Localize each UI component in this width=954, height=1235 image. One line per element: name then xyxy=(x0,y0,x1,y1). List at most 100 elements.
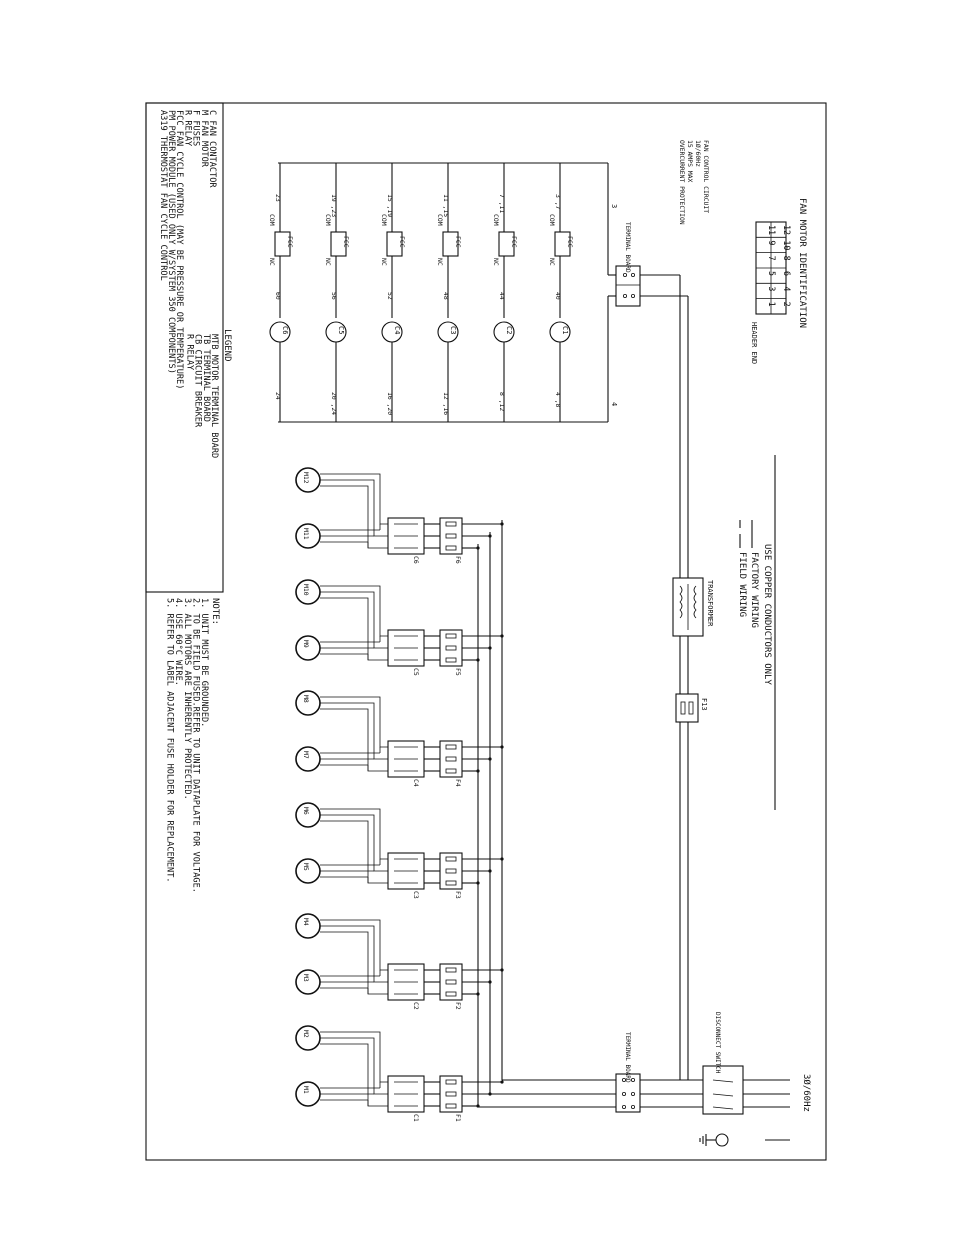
fcc-nc-label: NC xyxy=(380,258,388,266)
header-bottom-cell: 7 xyxy=(767,256,777,261)
fan-control-line: FAN CONTROL CIRCUIT xyxy=(702,140,710,213)
coil-label: C4 xyxy=(393,326,401,334)
note-item: 5. REFER TO LABEL ADJACENT FUSE HOLDER F… xyxy=(165,598,175,883)
fcc-com-label: COM xyxy=(548,214,556,226)
notes-title: NOTE: xyxy=(210,598,220,625)
field-wiring-label: FIELD WIRING xyxy=(737,552,747,617)
fcc-left-wires: 7 ,11 xyxy=(498,194,506,213)
legend-right-item: CB CIRCUIT BREAKER xyxy=(193,334,203,428)
fuse-element xyxy=(445,756,457,762)
fcc-right-wire: 60 xyxy=(274,292,282,300)
fcc-switch xyxy=(554,231,571,257)
fcc-label: FCC xyxy=(342,236,350,248)
header-bottom-cell: 5 xyxy=(767,271,777,276)
coil-label: C2 xyxy=(505,326,513,334)
terminal-board-bottom: TERMINAL BOARD xyxy=(615,1032,641,1113)
fcc-right-wire: 48 xyxy=(442,292,450,300)
wire xyxy=(320,696,388,748)
fuse-block xyxy=(439,963,463,1001)
fuse-element xyxy=(445,1091,457,1097)
fcc-com-label: COM xyxy=(436,214,444,226)
wire xyxy=(320,820,388,884)
motor-label: M5 xyxy=(302,863,310,871)
wire xyxy=(320,585,388,637)
fcc-nc-label: NC xyxy=(492,258,500,266)
terminal-board-top: TERMINAL BOARD xyxy=(615,222,641,307)
fcc-com-label: COM xyxy=(380,214,388,226)
fcc-right-wire: 44 xyxy=(498,292,506,300)
fuse-block xyxy=(439,740,463,778)
note-item: 3. ALL MOTORS ARE INHERENTLY PROTECTED. xyxy=(182,598,192,800)
junction-dot xyxy=(476,992,480,996)
transformer-label: TRANSFORMER xyxy=(706,580,714,627)
header-top-cell: 6 xyxy=(782,271,792,276)
fcc-com-label: COM xyxy=(268,214,276,226)
note-item: 1. UNIT MUST BE GROUNDED. xyxy=(199,598,209,727)
legend-left-item: PM POWER MODULE (USED ONLY W/SYSTEM 350 … xyxy=(166,110,176,374)
legend-left-item: M FAN MOTOR xyxy=(199,110,209,168)
junction-dot xyxy=(500,522,504,526)
junction-dot xyxy=(500,745,504,749)
legend-left-item: FCC FAN CYCLE CONTROL (MAY BE PRESSURE O… xyxy=(174,110,184,389)
fcc-left-wires: 19 ,23 xyxy=(330,194,338,217)
wire xyxy=(320,591,388,649)
fuse-element xyxy=(445,633,457,639)
fcc-left-wires: 11 ,15 xyxy=(442,194,450,217)
disconnect-switch: DISCONNECT SWITCH xyxy=(702,1012,744,1115)
header-bottom-cell: 1 xyxy=(767,302,777,307)
fcc-label: FCC xyxy=(510,236,518,248)
header-top-cell: 12 xyxy=(782,225,792,235)
fuse-element xyxy=(445,657,457,663)
wiring-note: USE COPPER CONDUCTORS ONLY FACTORY WIRIN… xyxy=(737,455,776,810)
wire xyxy=(320,702,388,760)
wire xyxy=(320,708,388,772)
motor-label: M4 xyxy=(302,918,310,926)
wire-3-label: 3 xyxy=(610,204,618,208)
contactor-label: C2 xyxy=(412,1002,420,1010)
factory-wiring-label: FACTORY WIRING xyxy=(749,552,759,628)
terminal-board-top-label: TERMINAL BOARD xyxy=(624,222,631,273)
wire xyxy=(320,808,388,860)
header-top-cell: 4 xyxy=(782,286,792,291)
wire xyxy=(320,479,388,537)
legend-left-item: C FAN CONTACTOR xyxy=(207,110,217,188)
fuse-f13: F13 xyxy=(675,693,708,723)
fcc-far-wires: 20 ,24 xyxy=(330,392,338,415)
motor-label: M2 xyxy=(302,1030,310,1038)
wire xyxy=(320,931,388,995)
note-item: 2. TO BE FIELD FUSED.REFER TO UNIT DATAP… xyxy=(190,598,200,893)
junction-dot xyxy=(476,1104,480,1108)
junction-dot xyxy=(488,1092,492,1096)
fcc-nc-label: NC xyxy=(436,258,444,266)
fuse-element xyxy=(445,744,457,750)
fcc-switch xyxy=(442,231,459,257)
fcc-label: FCC xyxy=(398,236,406,248)
contactor-label: C5 xyxy=(412,668,420,676)
fcc-right-wire: 56 xyxy=(330,292,338,300)
transformer: TRANSFORMER xyxy=(672,577,714,637)
coil-label: C5 xyxy=(337,326,345,334)
fcc-right-wire: 52 xyxy=(386,292,394,300)
junction-dot xyxy=(500,857,504,861)
junction-dot xyxy=(476,658,480,662)
motor-label: M7 xyxy=(302,751,310,759)
header-top-cell: 2 xyxy=(782,302,792,307)
fuse-element xyxy=(445,880,457,886)
junction-dot xyxy=(500,1080,504,1084)
fuse-block xyxy=(439,1075,463,1113)
copper-note: USE COPPER CONDUCTORS ONLY xyxy=(762,544,772,685)
fuse-element xyxy=(445,533,457,539)
legend-right-item: MTB MOTOR TERMINAL BOARD xyxy=(209,334,219,458)
fcc-left-wires: 15 ,19 xyxy=(386,194,394,217)
fcc-label: FCC xyxy=(566,236,574,248)
fcc-switch xyxy=(498,231,515,257)
fcc-com-label: COM xyxy=(492,214,500,226)
fuse-element xyxy=(445,979,457,985)
wire xyxy=(320,1031,388,1083)
